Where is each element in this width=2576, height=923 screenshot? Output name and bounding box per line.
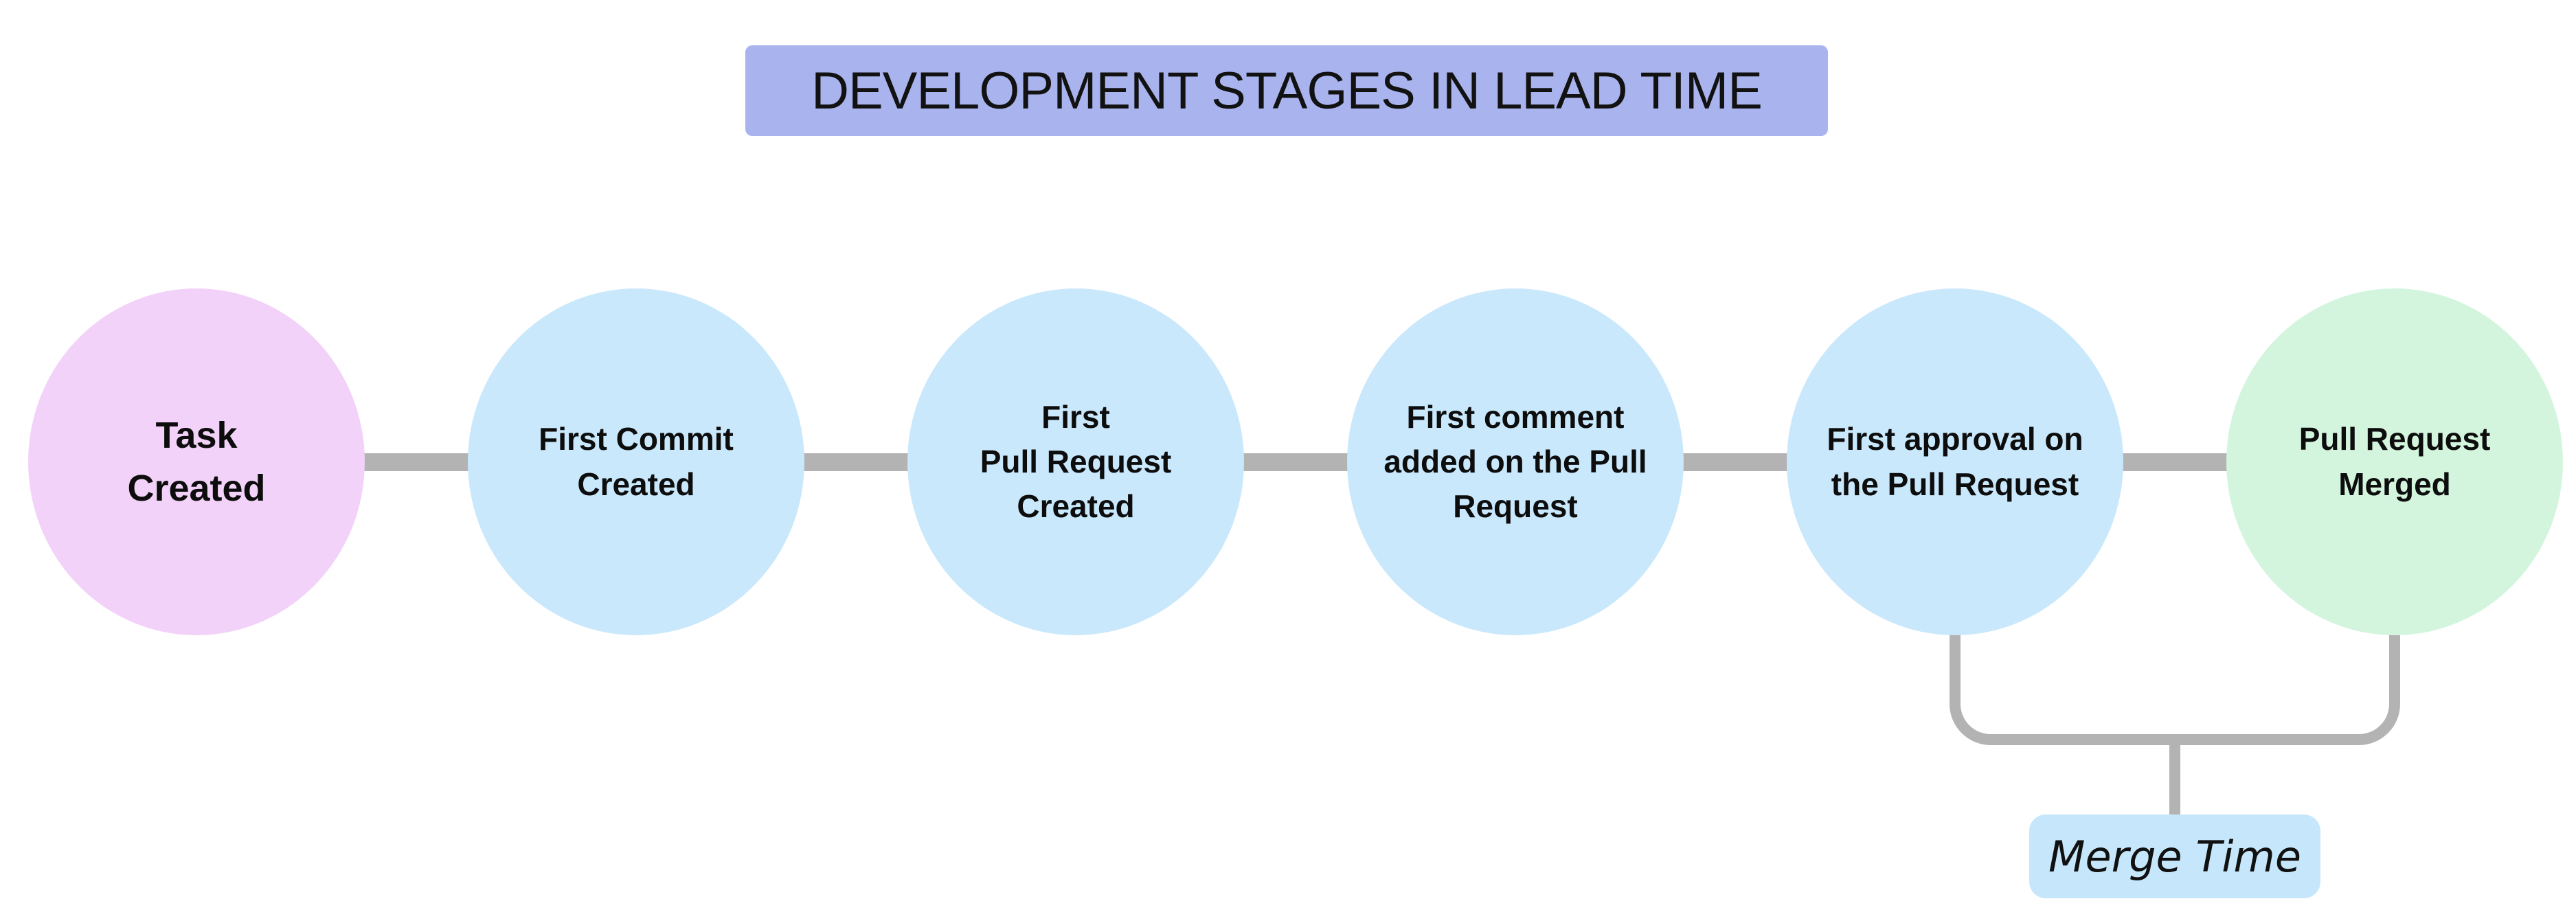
stage-first-commit-created: First Commit Created — [468, 288, 804, 635]
stage-task-created: Task Created — [28, 288, 365, 635]
merge-time-label: Merge Time — [2029, 814, 2320, 898]
diagram-title: DEVELOPMENT STAGES IN LEAD TIME — [745, 45, 1828, 136]
merge-time-bracket — [1950, 629, 2400, 745]
stage-pull-request-merged: Pull Request Merged — [2226, 288, 2563, 635]
merge-time-bracket-stem — [2169, 740, 2180, 818]
stage-first-approval: First approval on the Pull Request — [1787, 288, 2123, 635]
stage-first-pull-request-created: First Pull Request Created — [907, 288, 1244, 635]
stage-first-comment-added: First comment added on the Pull Request — [1347, 288, 1684, 635]
